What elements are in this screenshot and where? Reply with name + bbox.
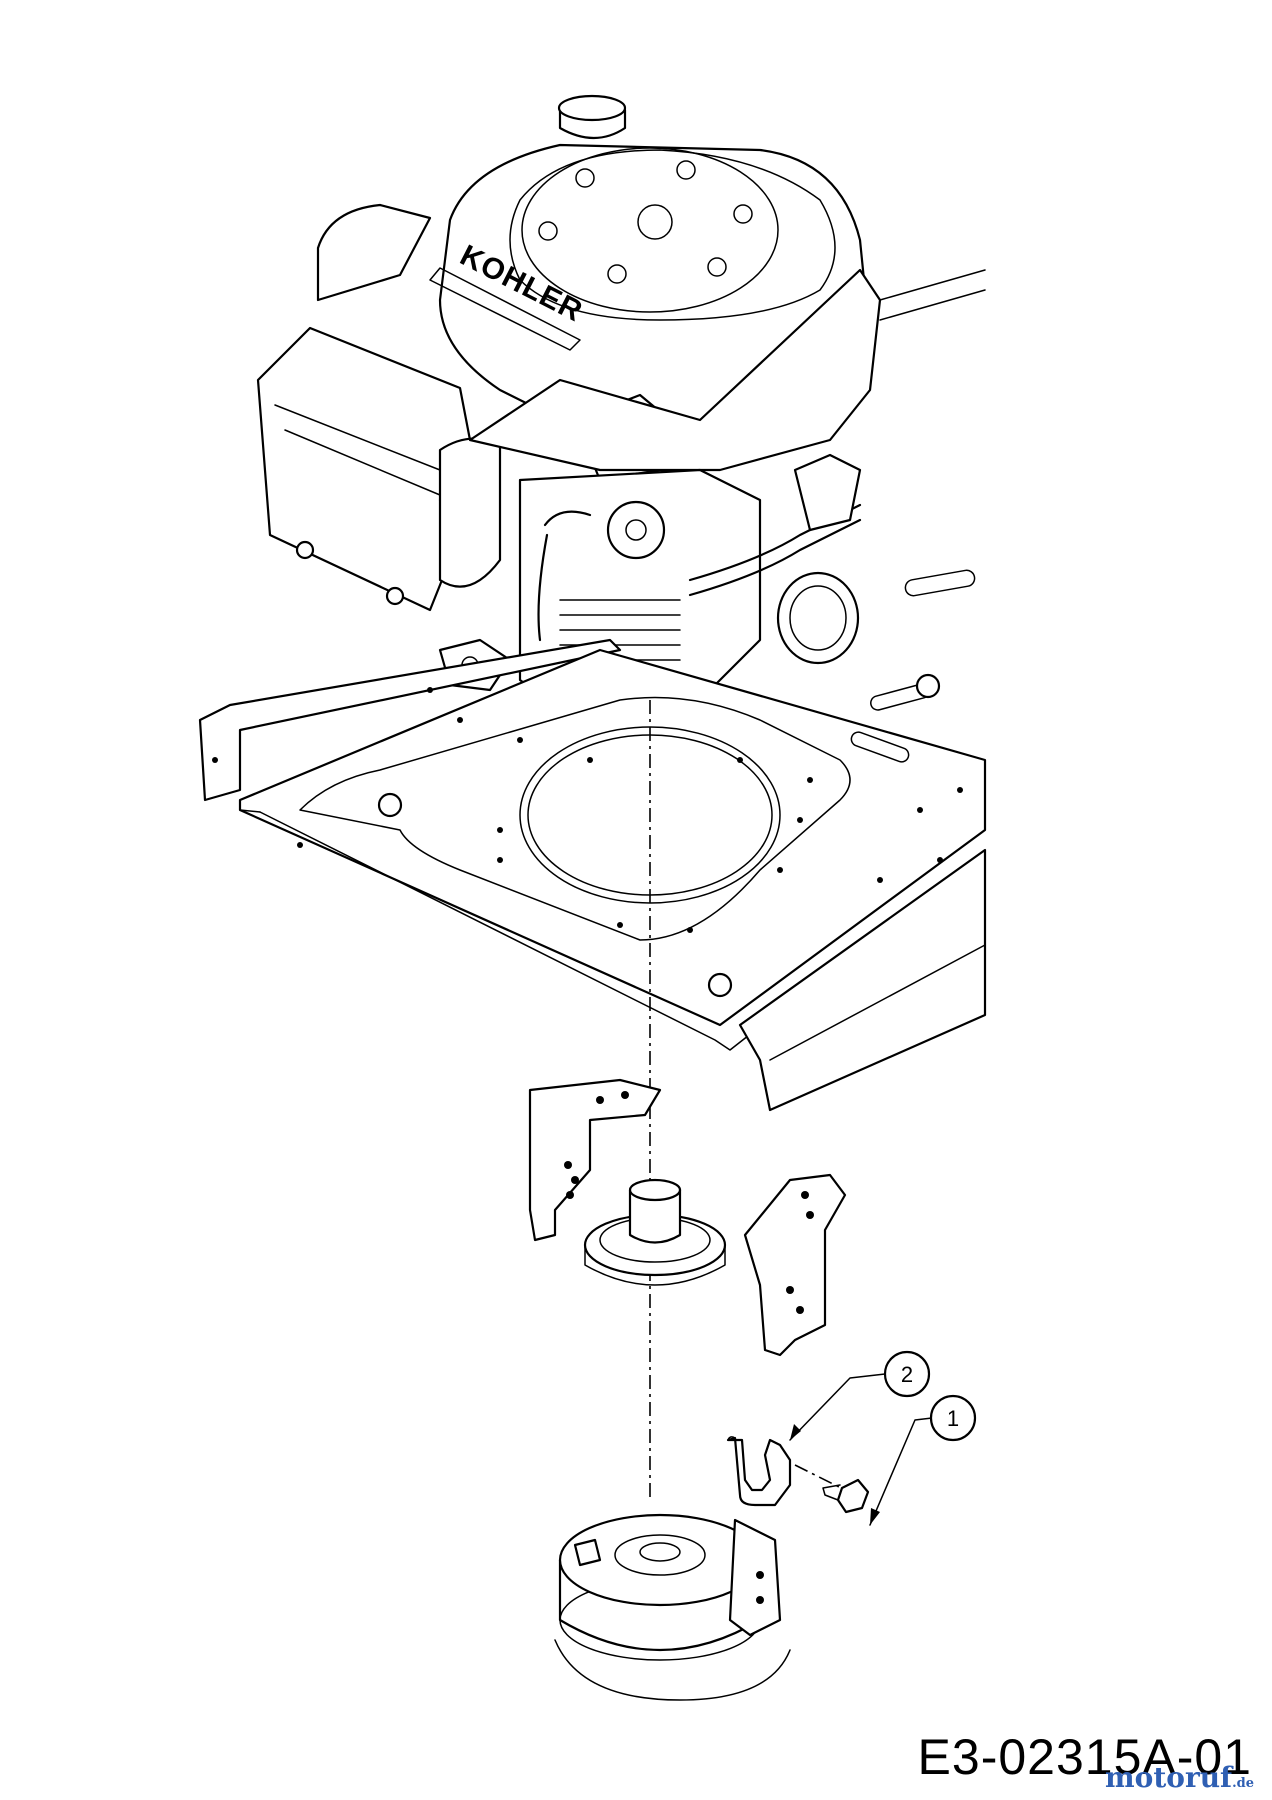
part-2-bracket	[726, 1436, 792, 1507]
flywheel-screen	[521, 147, 779, 313]
watermark-name: motoruf	[1105, 1761, 1233, 1794]
part-1-bolt	[794, 1464, 870, 1514]
callout-1-number: 1	[947, 1406, 959, 1431]
pto-clutch	[554, 1513, 791, 1701]
frame-plate	[198, 269, 987, 1112]
frame-holes	[212, 687, 963, 933]
engine-assembly: KOHLER	[256, 94, 882, 712]
callout-2: 2	[789, 1350, 931, 1441]
mount-bolt	[295, 540, 315, 560]
callout-2-number: 2	[901, 1362, 913, 1387]
watermark-tld: .de	[1232, 1776, 1254, 1791]
mount-bolt	[385, 586, 405, 606]
idler-bracket-left	[528, 1078, 662, 1242]
idler-bracket-right	[743, 1173, 847, 1357]
watermark: motoruf.de	[1105, 1761, 1254, 1794]
drawing-code: E3-02315A-01	[917, 1729, 1252, 1785]
engine-top-cap	[557, 94, 627, 139]
engine-pulley	[583, 1178, 727, 1286]
callout-1: 1	[869, 1394, 977, 1526]
